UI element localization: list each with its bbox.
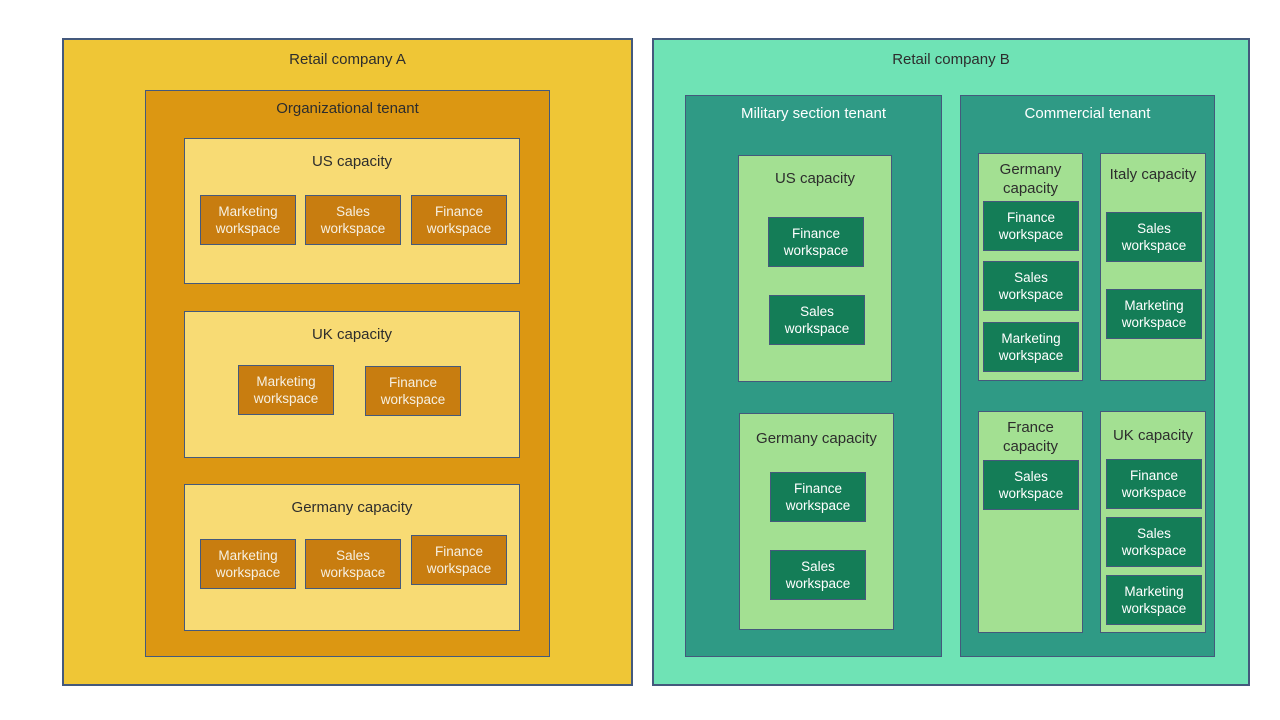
- tenant-organizational-box: Organizational tenant US capacity Market…: [145, 90, 550, 657]
- capacity-com-germany-title: Germany capacity: [999, 161, 1062, 197]
- workspace-box: Sales workspace: [1106, 212, 1202, 262]
- workspace-box: Finance workspace: [411, 195, 507, 245]
- company-b-box: Retail company B Military section tenant…: [652, 38, 1250, 686]
- workspace-box: Finance workspace: [770, 472, 866, 522]
- workspace-box: Finance workspace: [365, 366, 461, 416]
- capacity-a-germany-title: Germany capacity: [291, 499, 413, 516]
- workspace-box: Sales workspace: [983, 261, 1079, 311]
- workspace-box: Sales workspace: [1106, 517, 1202, 567]
- workspace-box: Sales workspace: [769, 295, 865, 345]
- tenant-commercial-box: Commercial tenant Germany capacity Finan…: [960, 95, 1215, 657]
- capacity-a-germany-box: Germany capacity Marketing workspace Sal…: [184, 484, 520, 631]
- capacity-com-germany-box: Germany capacity Finance workspace Sales…: [978, 153, 1083, 381]
- tenant-commercial-title: Commercial tenant: [1024, 105, 1151, 122]
- workspace-box: Marketing workspace: [238, 365, 334, 415]
- company-a-box: Retail company A Organizational tenant U…: [62, 38, 633, 686]
- capacity-com-france-title: France capacity: [1002, 419, 1059, 455]
- capacity-mil-germany-title: Germany capacity: [756, 430, 877, 447]
- tenant-military-title: Military section tenant: [740, 105, 887, 122]
- workspace-box: Finance workspace: [1106, 459, 1202, 509]
- workspace-box: Sales workspace: [305, 195, 401, 245]
- workspace-box: Sales workspace: [983, 460, 1079, 510]
- workspace-box: Finance workspace: [768, 217, 864, 267]
- tenant-military-box: Military section tenant US capacity Fina…: [685, 95, 942, 657]
- capacity-com-uk-box: UK capacity Finance workspace Sales work…: [1100, 411, 1206, 633]
- company-a-title: Retail company A: [289, 51, 406, 68]
- capacity-com-italy-box: Italy capacity Sales workspace Marketing…: [1100, 153, 1206, 381]
- tenant-organizational-title: Organizational tenant: [276, 100, 419, 117]
- capacity-a-us-box: US capacity Marketing workspace Sales wo…: [184, 138, 520, 284]
- company-b-title: Retail company B: [892, 51, 1010, 68]
- workspace-box: Marketing workspace: [1106, 289, 1202, 339]
- capacity-mil-germany-box: Germany capacity Finance workspace Sales…: [739, 413, 894, 630]
- capacity-com-france-box: France capacity Sales workspace: [978, 411, 1083, 633]
- capacity-com-uk-title: UK capacity: [1112, 427, 1194, 444]
- capacity-a-us-title: US capacity: [311, 153, 393, 170]
- capacity-mil-us-title: US capacity: [774, 170, 856, 187]
- workspace-box: Marketing workspace: [1106, 575, 1202, 625]
- workspace-box: Marketing workspace: [200, 539, 296, 589]
- capacity-a-uk-title: UK capacity: [311, 326, 393, 343]
- workspace-box: Finance workspace: [411, 535, 507, 585]
- workspace-box: Sales workspace: [305, 539, 401, 589]
- workspace-box: Marketing workspace: [983, 322, 1079, 372]
- capacity-com-italy-title: Italy capacity: [1109, 166, 1197, 183]
- capacity-a-uk-box: UK capacity Marketing workspace Finance …: [184, 311, 520, 458]
- workspace-box: Sales workspace: [770, 550, 866, 600]
- workspace-box: Finance workspace: [983, 201, 1079, 251]
- capacity-mil-us-box: US capacity Finance workspace Sales work…: [738, 155, 892, 382]
- workspace-box: Marketing workspace: [200, 195, 296, 245]
